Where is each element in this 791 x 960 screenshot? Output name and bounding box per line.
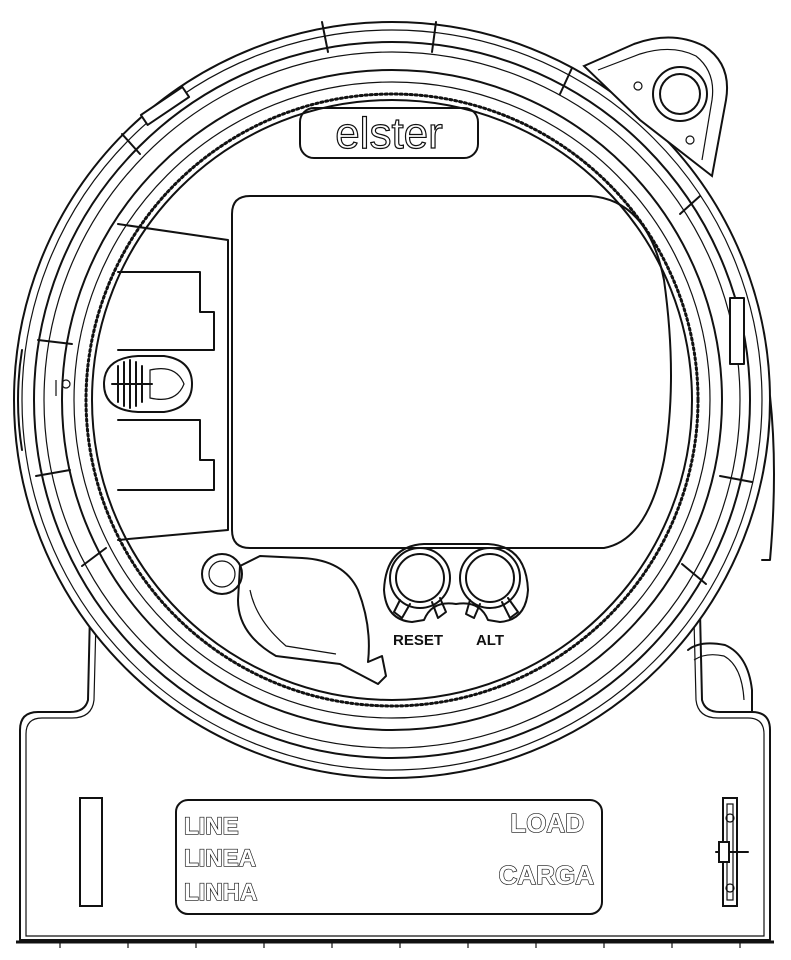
right-latch xyxy=(715,797,749,907)
left-edge-detail xyxy=(17,349,71,451)
brand-plate: elster xyxy=(299,107,479,159)
alt-label: ALT xyxy=(476,632,504,649)
load-label-es: CARGA xyxy=(499,860,595,890)
right-edge-detail xyxy=(761,395,775,561)
base-housing xyxy=(16,611,774,948)
alt-button[interactable] xyxy=(459,547,521,619)
reset-label: RESET xyxy=(393,632,443,649)
load-label-en: LOAD xyxy=(510,808,584,838)
line-label-es: LINEA xyxy=(184,845,256,872)
reset-button[interactable] xyxy=(389,547,451,619)
button-housing xyxy=(383,543,529,623)
ring-tabs xyxy=(35,21,753,585)
left-slot xyxy=(79,797,103,907)
brand-logo: elster xyxy=(335,109,443,158)
mounting-lug xyxy=(582,36,728,178)
line-label-pt: LINHA xyxy=(184,879,257,906)
optical-port xyxy=(102,223,229,541)
line-label-en: LINE xyxy=(184,813,239,840)
display-window xyxy=(231,195,672,549)
seal-cover xyxy=(201,553,387,685)
terminal-panel: LINE LINEA LINHA LOAD CARGA xyxy=(175,799,603,915)
